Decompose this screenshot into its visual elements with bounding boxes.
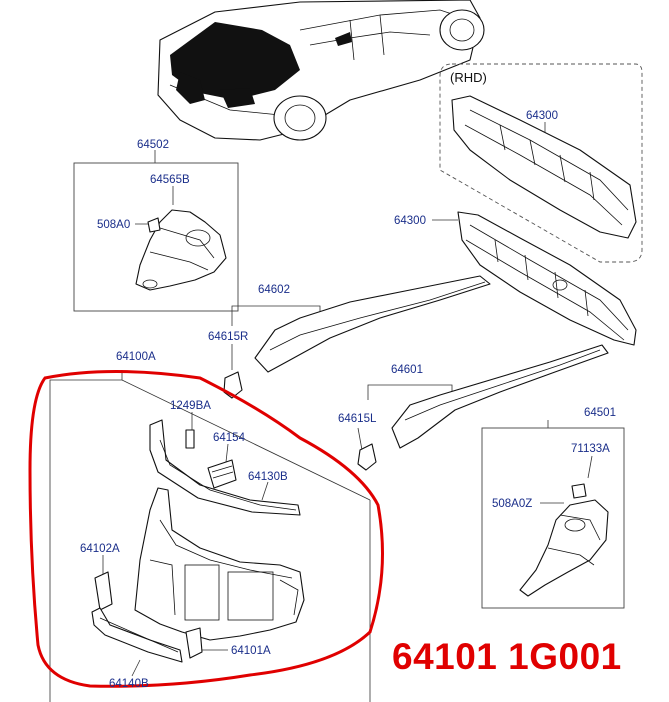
label-508A0Z: 508A0Z (492, 498, 532, 510)
label-71133A: 71133A (571, 443, 610, 455)
highlight-outline (28, 370, 384, 688)
part-number-callout: 64101 1G001 (392, 636, 622, 677)
label-64602: 64602 (258, 284, 290, 296)
label-64140B: 64140B (109, 678, 149, 690)
label-64102A: 64102A (80, 543, 120, 555)
label-64615R: 64615R (208, 331, 248, 343)
label-64300-rhd: 64300 (526, 110, 558, 122)
label-rhd: (RHD) (450, 70, 487, 85)
label-64101A: 64101A (231, 645, 271, 657)
group-64300 (432, 211, 637, 346)
group-64502 (73, 150, 239, 312)
label-64300: 64300 (394, 215, 426, 227)
label-508A0: 508A0 (97, 219, 130, 231)
label-64130B: 64130B (248, 471, 288, 483)
label-64501: 64501 (584, 407, 616, 419)
label-64502: 64502 (137, 139, 169, 151)
group-rhd (439, 63, 643, 263)
group-64501 (481, 420, 625, 609)
label-64100A: 64100A (116, 351, 156, 363)
label-64615L: 64615L (338, 413, 377, 425)
group-64601 (357, 344, 609, 471)
label-64154: 64154 (213, 432, 246, 444)
group-64100A (49, 370, 371, 702)
label-64565B: 64565B (150, 174, 190, 186)
label-64601: 64601 (391, 364, 423, 376)
car-illustration (157, 0, 485, 141)
label-1249BA: 1249BA (170, 400, 211, 412)
